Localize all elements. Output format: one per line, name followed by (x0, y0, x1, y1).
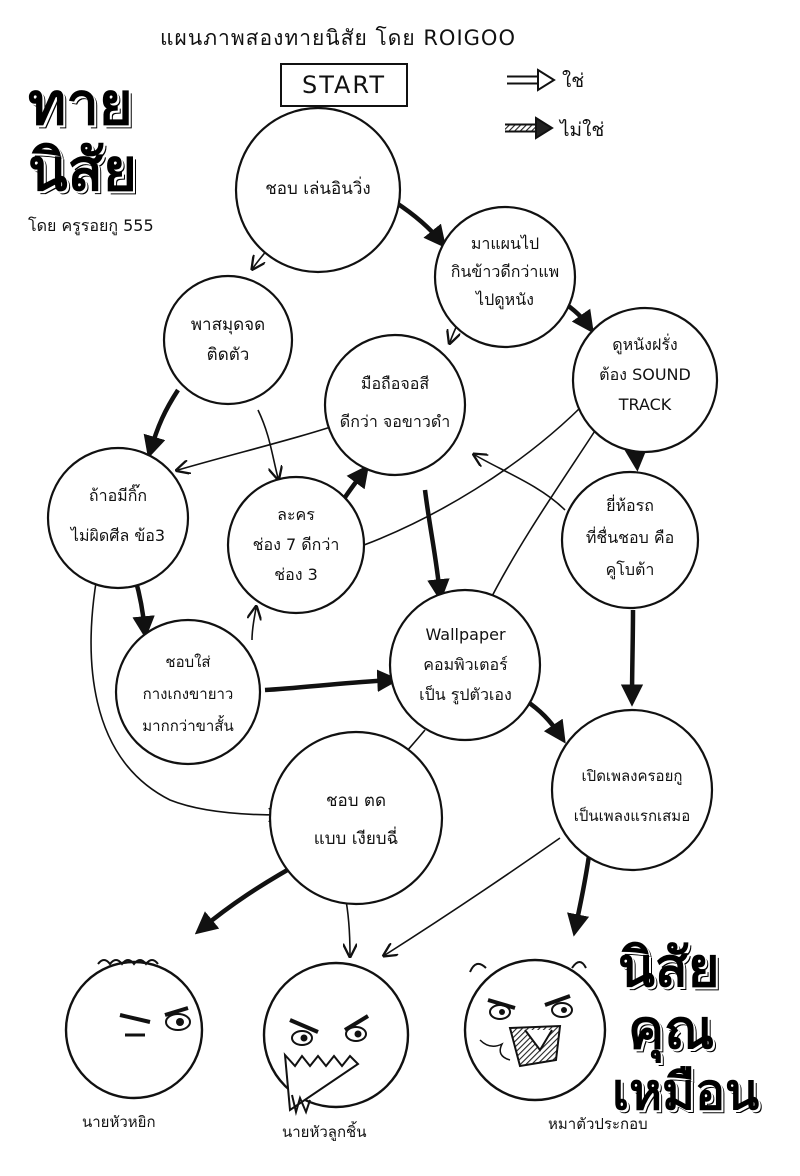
node-circles (46, 106, 719, 906)
node-q2-circle (162, 274, 294, 406)
arrow-q4-q10 (422, 489, 450, 602)
arrow-q2-q7 (257, 409, 278, 478)
result-face-1 (64, 959, 204, 1100)
arrow-q5-q10 (487, 419, 603, 606)
node-q1-circle (234, 106, 402, 274)
arrow-q8-q12 (620, 609, 644, 707)
arrow-q12-r2 (385, 837, 561, 955)
node-q8-line: ที่ชื่นชอบ คือ (585, 528, 675, 547)
node-q6: ถ้าอมีกิ๊ก ไม่ผิดศีล ข้อ3 (53, 476, 183, 556)
node-q5-line: ต้อง SOUND (599, 365, 691, 384)
node-q7-line: ช่อง 3 (274, 565, 318, 584)
node-q5-line: TRACK (618, 395, 672, 414)
title-byline: โดย ครูรอยกู 555 (28, 216, 154, 235)
node-q9-line: ชอบใส่ (165, 653, 211, 671)
title-line-2: นิสัย (28, 136, 138, 204)
node-q12-line: เปิดเพลงครอยกู (581, 767, 683, 785)
node-q6-circle (46, 446, 190, 590)
node-q8-line: คูโบต้า (605, 560, 655, 579)
legend-yes-arrow (507, 68, 556, 92)
result-face-2 (262, 961, 410, 1116)
arrow-q9-q7 (252, 608, 256, 641)
node-q9-circle (114, 618, 262, 766)
node-q7-circle (226, 475, 366, 615)
node-q8-circle (560, 470, 700, 610)
start-label: START (301, 71, 387, 99)
node-q2-line: ติดตัว (206, 345, 250, 365)
node-q10: Wallpaper คอมพิวเตอร์ เป็น รูปตัวเอง (398, 620, 533, 710)
node-q3-line: มาแผนไป (470, 234, 540, 253)
title-line-1: ทาย (28, 70, 133, 138)
node-q9-line: มากกว่าขาสั้น (142, 717, 234, 735)
node-q7-line: ละคร (277, 505, 315, 524)
node-q7: ละคร ช่อง 7 ดีกว่า ช่อง 3 (236, 500, 356, 590)
result-label-3: หมาตัวประกอบ (548, 1115, 648, 1133)
arrow-q6-q11 (90, 559, 280, 815)
arrow-q2-q6 (143, 388, 180, 459)
node-q11-line: แบบ เงียบฉี่ (313, 829, 399, 849)
result-face-3 (463, 958, 607, 1102)
node-q8-line: ยี่ห้อรถ (606, 496, 654, 515)
arrow-q12-r3 (567, 847, 593, 937)
node-q6-line: ไม่ผิดศีล ข้อ3 (70, 526, 166, 545)
node-q4-line: ดีกว่า จอขาวดำ (339, 412, 451, 431)
node-q9-line: กางเกงขายาว (142, 685, 234, 703)
node-q6-line: ถ้าอมีกิ๊ก (88, 486, 148, 505)
node-q1: ชอบ เล่นอินวิ่ง (238, 174, 398, 204)
arrow-q1-q3 (393, 200, 447, 249)
node-q10-circle (388, 588, 542, 742)
node-q12-line: เป็นเพลงแรกเสมอ (573, 807, 691, 825)
node-q3-circle (433, 205, 577, 349)
node-q10-line: Wallpaper (425, 625, 506, 644)
result-label-1: นายหัวหยิก (82, 1113, 156, 1131)
node-q8: ยี่ห้อรถ ที่ชื่นชอบ คือ คูโบต้า (570, 490, 690, 586)
node-q3: มาแผนไป กินข้าวดีกว่าแพ ไปดูหนัง (440, 230, 570, 314)
page-header: แผนภาพสองทายนิสัย โดย ROIGOO (160, 26, 516, 50)
node-q4-circle (323, 333, 467, 477)
result-title-line-3: เหมือน (612, 1063, 760, 1121)
node-q10-line: เป็น รูปตัวเอง (419, 685, 512, 704)
arrow-q8-q4 (475, 455, 566, 511)
legend-yes-label: ใช่ (562, 70, 585, 92)
node-q4-line: มือถือจอสี (360, 374, 430, 393)
node-q5-circle (571, 306, 719, 454)
result-title-line-1: นิสัย (618, 936, 720, 999)
node-q5-line: ดูหนังฝรั่ง (612, 335, 678, 354)
node-q11-line: ชอบ ตด (325, 791, 387, 811)
node-q2-line: พาสมุดจด (190, 315, 266, 335)
node-q3-line: ไปดูหนัง (476, 290, 534, 309)
node-q9: ชอบใส่ กางเกงขายาว มากกว่าขาสั้น (123, 646, 253, 742)
node-q3-line: กินข้าวดีกว่าแพ (450, 262, 560, 281)
node-q4: มือถือจอสี ดีกว่า จอขาวดำ (330, 365, 460, 441)
node-q10-line: คอมพิวเตอร์ (423, 655, 508, 674)
arrow-q7-q5 (363, 398, 590, 546)
result-label-2: นายหัวลูกชิ้น (282, 1123, 367, 1141)
node-q2: พาสมุดจด ติดตัว (168, 310, 288, 370)
arrow-q9-q10 (264, 669, 400, 693)
legend-no-label: ไม่ใช่ (560, 119, 605, 141)
node-q11-circle (268, 730, 444, 906)
legend-no-arrow (505, 116, 554, 140)
node-q7-line: ช่อง 7 ดีกว่า (252, 535, 340, 554)
result-title-line-2: คุณ (628, 998, 715, 1061)
node-q1-line: ชอบ เล่นอินวิ่ง (265, 179, 371, 199)
start-box: START (280, 63, 408, 107)
node-q5: ดูหนังฝรั่ง ต้อง SOUND TRACK (580, 330, 710, 420)
node-q12: เปิดเพลงครอยกู เป็นเพลงแรกเสมอ (557, 756, 707, 836)
node-q12-circle (550, 708, 714, 872)
node-q11: ชอบ ตด แบบ เงียบฉี่ (291, 782, 421, 858)
